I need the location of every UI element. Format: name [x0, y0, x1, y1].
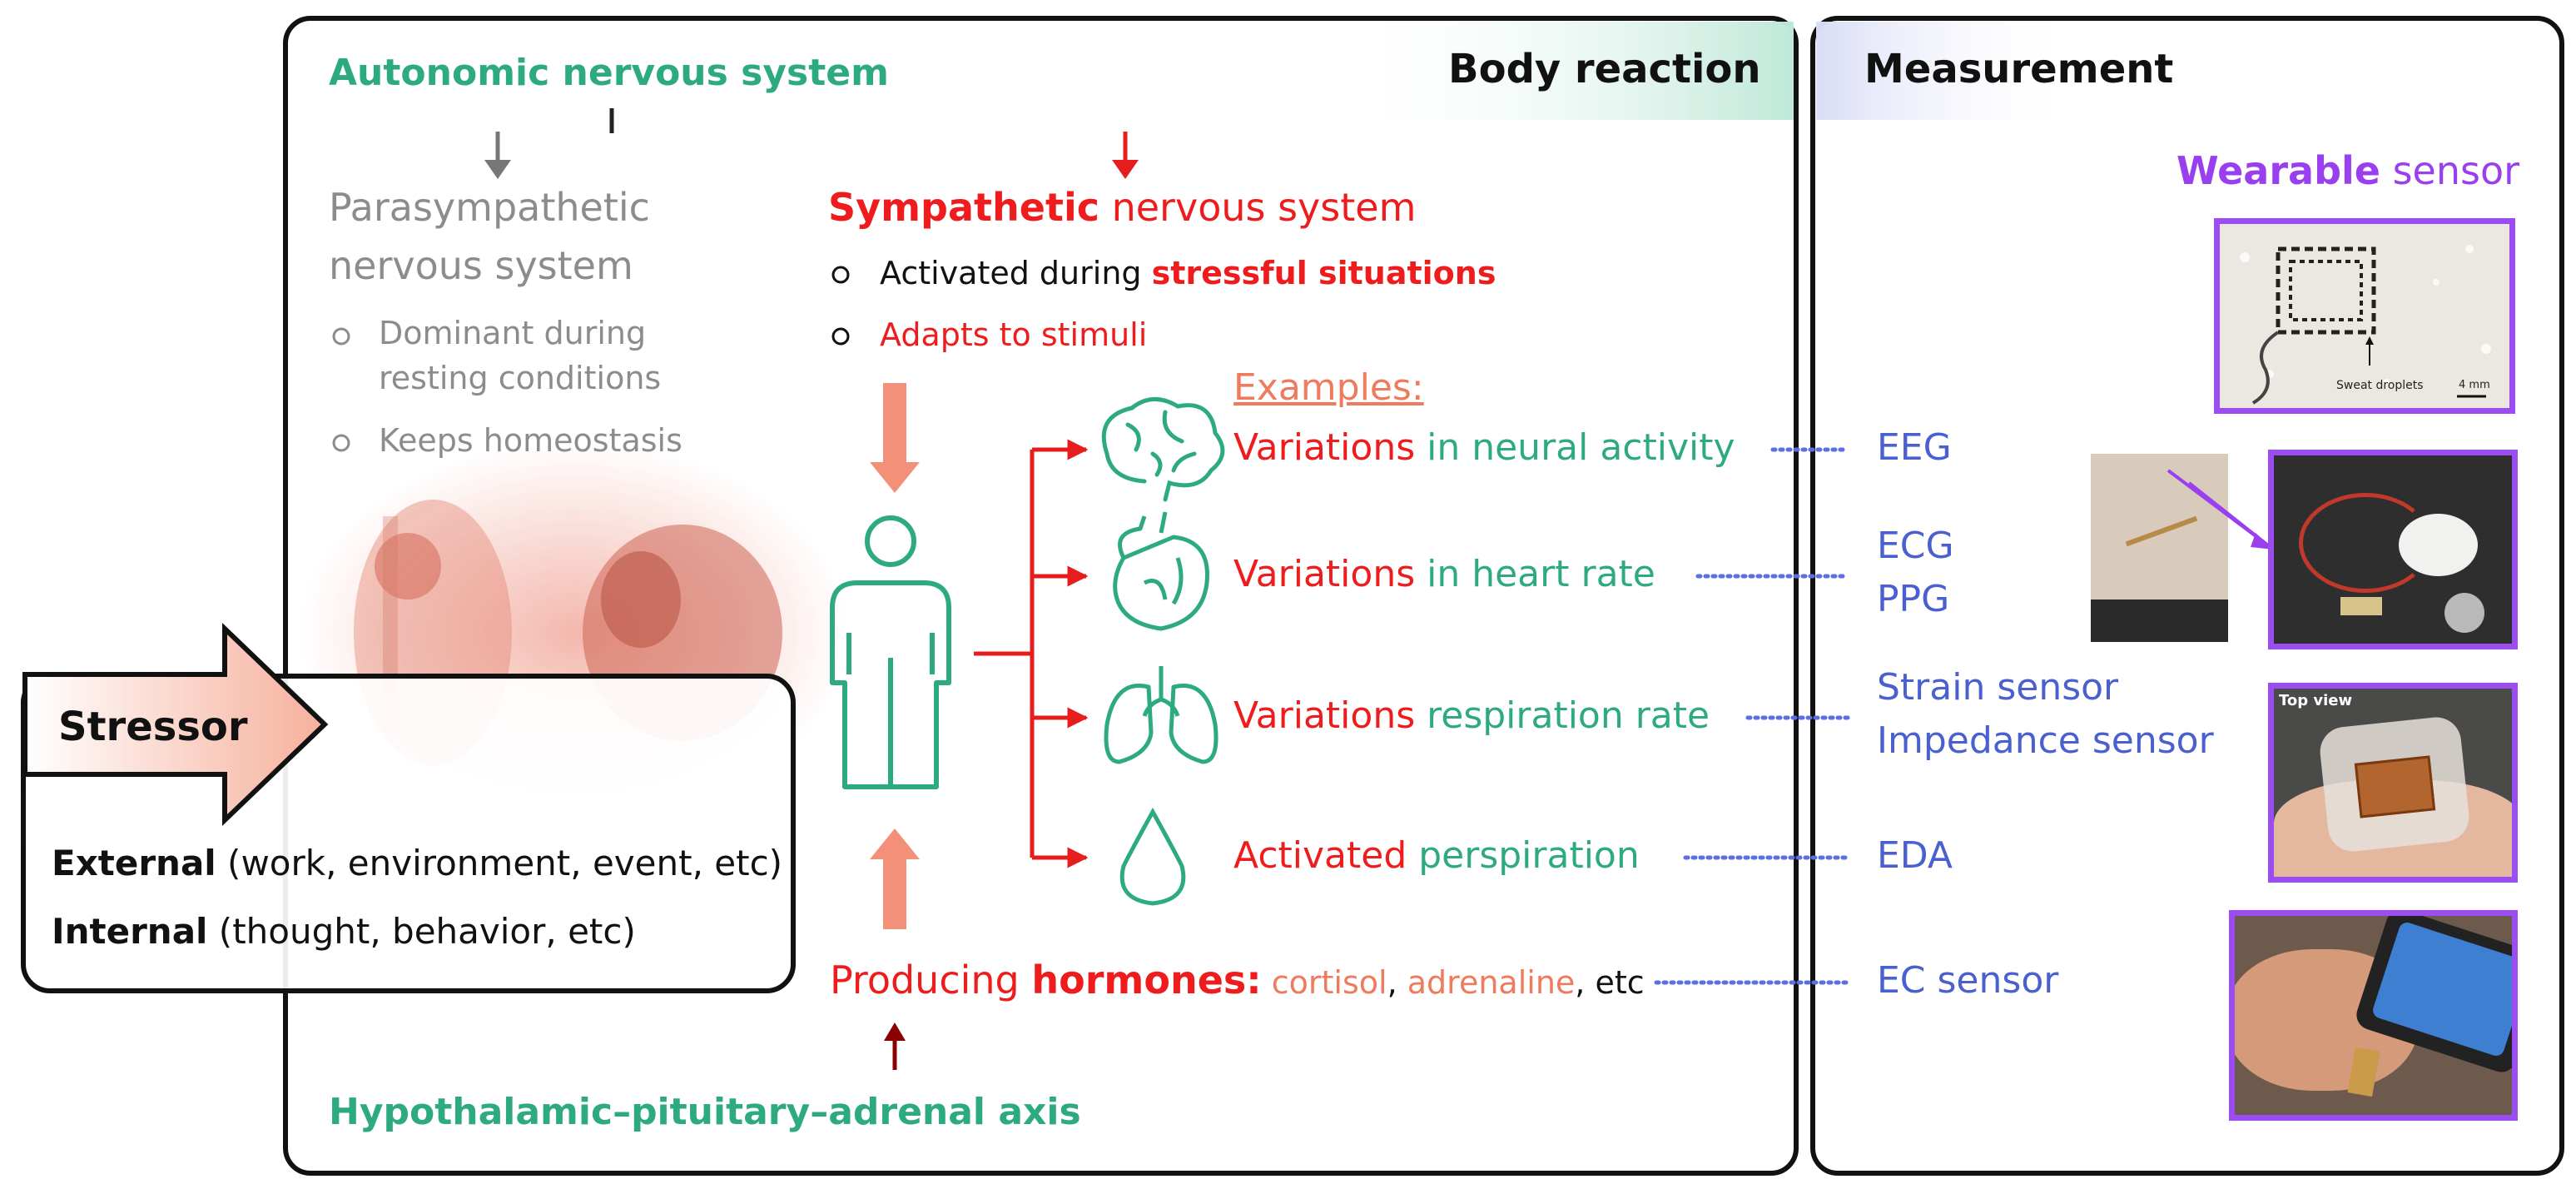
- parasympathetic-bullet-1a: Dominant during: [379, 315, 647, 351]
- hormone-cortisol: cortisol: [1261, 964, 1387, 1001]
- example-respiration: Variations respiration rate: [1233, 694, 1710, 737]
- wearable-bold: Wearable: [2176, 148, 2380, 193]
- sympathetic-bullet-1: Activated during stressful situations: [880, 255, 1496, 291]
- device-cable: [2299, 493, 2432, 593]
- label-eeg: EEG: [1877, 426, 1952, 469]
- sympathetic-bullet-2: Adapts to stimuli: [880, 316, 1148, 353]
- example-neural-green: in neural activity: [1415, 426, 1735, 469]
- ans-title: Autonomic nervous system: [329, 52, 889, 94]
- wearable-photo-sweat: Sweat droplets 4 mm: [2214, 218, 2515, 414]
- label-ppg: PPG: [1877, 578, 1950, 620]
- label-eda: EDA: [1877, 834, 1953, 877]
- parasympathetic-title-2: nervous system: [329, 243, 633, 288]
- stressor-internal: Internal (thought, behavior, etc): [52, 911, 636, 952]
- label-ecg: ECG: [1877, 525, 1954, 567]
- sympathetic-title-rest: nervous system: [1099, 185, 1417, 230]
- hormone-adrenaline: adrenaline: [1397, 964, 1576, 1001]
- parasympathetic-bullet-2: Keeps homeostasis: [379, 422, 682, 459]
- stressor-internal-rest: (thought, behavior, etc): [207, 911, 636, 952]
- hormones-bold: hormones:: [1031, 958, 1262, 1002]
- heart-icon: [1113, 511, 1209, 631]
- example-respiration-green: respiration rate: [1415, 694, 1710, 737]
- example-neural-red: Variations: [1233, 426, 1416, 469]
- photo1-scale: 4 mm: [2459, 379, 2490, 391]
- stressor-internal-bold: Internal: [52, 911, 208, 952]
- example-neural: Variations in neural activity: [1233, 426, 1735, 469]
- wearable-photo-chest-patch: Top view: [2268, 683, 2518, 883]
- photo1-caption: Sweat droplets: [2336, 379, 2424, 392]
- example-heart-red: Variations: [1233, 553, 1416, 595]
- parasympathetic-bullet-1b: resting conditions: [379, 360, 662, 396]
- sympathetic-bullet-1-bold: stressful situations: [1151, 255, 1496, 291]
- hpa-arrow: [884, 1022, 906, 1070]
- person-icon: [830, 515, 951, 789]
- sympathetic-bullet-1-plain: Activated during: [880, 255, 1152, 291]
- stressor-external-rest: (work, environment, event, etc): [216, 843, 783, 883]
- label-ec-sensor: EC sensor: [1877, 959, 2059, 1002]
- wearable-photo-device: [2268, 450, 2518, 649]
- example-perspiration-green: perspiration: [1407, 834, 1640, 877]
- ans-split-arrows: [484, 108, 1139, 179]
- sympathetic-title-bold: Sympathetic: [828, 185, 1099, 230]
- hormones-prefix: Producing: [830, 958, 1032, 1002]
- examples-label: Examples:: [1233, 366, 1424, 409]
- sympathetic-title: Sympathetic nervous system: [828, 185, 1416, 230]
- example-perspiration: Activated perspiration: [1233, 834, 1640, 877]
- wearable-photo-wrist: [2229, 910, 2518, 1121]
- wearable-rest: sensor: [2380, 148, 2520, 193]
- example-perspiration-red: Activated: [1233, 834, 1407, 877]
- device-patch: [2340, 597, 2382, 615]
- wearable-sensor-title: Wearable sensor: [2176, 148, 2519, 193]
- salmon-arrows: [870, 383, 920, 929]
- hormones-line: Producing hormones: cortisol, adrenaline…: [830, 958, 1645, 1002]
- patch-circuit: [2354, 755, 2436, 818]
- brain-icon: [1101, 397, 1225, 502]
- device-coin: [2444, 593, 2484, 633]
- body-reaction-title: Body reaction: [1448, 46, 1761, 92]
- stressor-title: Stressor: [58, 704, 248, 750]
- droplet-icon: [1119, 807, 1186, 906]
- wearable-photo-belt: [2091, 454, 2228, 642]
- hormones-suffix: , etc: [1575, 964, 1645, 1001]
- hormone-separator: ,: [1387, 964, 1397, 1001]
- label-impedance-sensor: Impedance sensor: [1877, 719, 2214, 762]
- purple-pointer-arrows: [2167, 469, 2274, 550]
- belt-strip: [2091, 599, 2228, 642]
- bullet-markers: [332, 266, 850, 452]
- stressor-external-bold: External: [52, 843, 216, 883]
- stressor-arrow: [22, 622, 329, 827]
- example-respiration-red: Variations: [1233, 694, 1416, 737]
- label-strain-sensor: Strain sensor: [1877, 666, 2119, 709]
- dotted-connectors: [1654, 447, 1850, 985]
- lungs-icon: [1104, 666, 1219, 764]
- sweat-sensor-illustration: [2220, 224, 2509, 408]
- example-heart-green: in heart rate: [1415, 553, 1655, 595]
- branch-arrows: [974, 439, 1089, 868]
- parasympathetic-title-1: Parasympathetic: [329, 185, 650, 230]
- stressor-external: External (work, environment, event, etc): [52, 843, 782, 883]
- hpa-axis-label: Hypothalamic–pituitary–adrenal axis: [329, 1091, 1081, 1133]
- photo3-caption: Top view: [2279, 692, 2353, 709]
- measurement-title: Measurement: [1864, 46, 2174, 92]
- example-heart: Variations in heart rate: [1233, 553, 1655, 595]
